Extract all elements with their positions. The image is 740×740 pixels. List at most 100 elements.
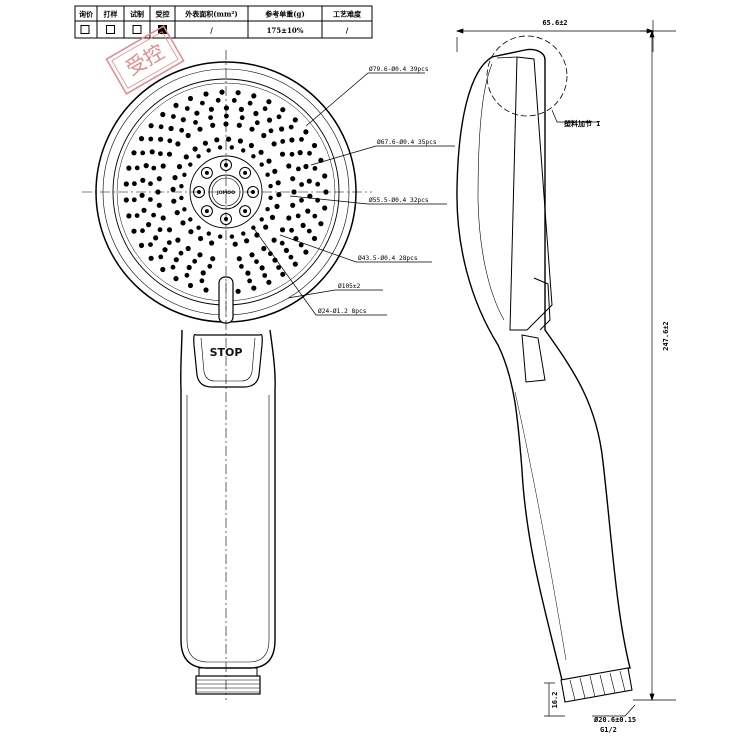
nozzle	[245, 270, 251, 276]
side-view	[456, 35, 633, 703]
nozzle	[123, 197, 129, 203]
nozzle	[283, 247, 289, 253]
nozzle	[149, 149, 155, 155]
nozzle	[187, 282, 194, 289]
nozzle	[289, 137, 295, 143]
tb-header-surface-area: 外表面积(mm²)	[185, 10, 238, 19]
nozzle	[286, 215, 292, 221]
hub-nozzle-orifice	[243, 170, 248, 175]
tb-value-surface-area: /	[210, 26, 213, 35]
nozzle	[254, 120, 260, 126]
title-block	[74, 5, 373, 39]
nozzle	[198, 235, 204, 242]
hub-nozzle-orifice	[204, 170, 209, 175]
nozzle	[197, 126, 203, 132]
nozzle	[138, 242, 145, 248]
nozzle	[160, 266, 166, 273]
callout-leaders	[251, 72, 455, 316]
nozzle	[276, 114, 282, 120]
hub-nozzle-orifice	[243, 209, 248, 214]
nozzle	[148, 255, 154, 261]
nozzle	[306, 178, 312, 184]
nozzle	[288, 124, 294, 130]
nozzle	[249, 252, 255, 258]
nozzle	[140, 150, 146, 156]
nozzle	[223, 105, 229, 111]
nozzle	[238, 106, 244, 112]
nozzle	[265, 207, 270, 212]
nozzle	[184, 272, 190, 278]
nozzle	[146, 222, 152, 228]
nozzle	[153, 235, 159, 241]
nozzle	[188, 229, 194, 235]
nozzle	[197, 252, 203, 258]
nozzle	[295, 213, 301, 219]
nozzle	[188, 162, 193, 167]
nozzle	[148, 242, 153, 248]
nozzle	[307, 150, 312, 156]
nozzle	[192, 258, 198, 264]
nozzle	[134, 165, 140, 171]
nozzle	[244, 238, 250, 244]
nozzle	[166, 151, 173, 157]
nozzle	[267, 251, 273, 257]
nozzle	[265, 172, 270, 177]
nozzle	[229, 234, 235, 239]
nozzle	[311, 142, 318, 149]
nozzle	[259, 265, 265, 271]
nozzle	[178, 250, 184, 256]
nozzle	[166, 240, 172, 246]
nozzle	[192, 146, 198, 152]
nozzle	[171, 114, 176, 119]
nozzle	[239, 115, 245, 121]
nozzle	[134, 213, 140, 219]
nozzle	[160, 111, 166, 118]
nozzle	[158, 254, 164, 260]
nozzle	[262, 106, 268, 112]
brand-logo-text: JOMOO	[216, 190, 235, 196]
nozzle	[299, 137, 304, 142]
nozzle	[170, 186, 176, 192]
nozzle	[241, 231, 246, 236]
nozzle	[203, 287, 209, 293]
nozzle	[311, 235, 318, 242]
nozzle	[203, 91, 209, 97]
nozzle	[268, 195, 273, 200]
nozzle	[279, 227, 286, 233]
front-centerlines	[82, 50, 372, 700]
nozzle	[202, 140, 208, 146]
nozzle	[209, 240, 215, 246]
nozzle	[322, 205, 328, 211]
nozzle	[288, 254, 294, 260]
tb-header-inquiry: 询价	[79, 10, 94, 19]
nozzle	[200, 270, 206, 276]
nozzle	[268, 183, 273, 189]
nozzle	[207, 263, 213, 269]
nozzle	[279, 126, 285, 132]
nozzle	[183, 154, 189, 160]
callout-ring-1: Ø79.6-Ø0.4 39pcs	[369, 65, 429, 73]
nozzle	[196, 154, 201, 159]
nozzle	[208, 115, 214, 120]
nozzle	[269, 214, 276, 220]
nozzle	[185, 245, 191, 252]
nozzle	[263, 224, 269, 230]
callout-head-dia: Ø105±2	[338, 282, 361, 290]
nozzle	[171, 198, 177, 204]
nozzle	[312, 166, 318, 171]
dim-thread-dia: Ø20.6±0.15	[593, 716, 636, 724]
tb-header-sample: 打样	[104, 10, 118, 19]
nozzle	[306, 228, 312, 234]
nozzle	[194, 110, 200, 116]
checkbox-sample	[106, 25, 115, 34]
nozzle	[229, 145, 234, 150]
dim-thread-spec: G1/2	[600, 726, 617, 734]
nozzle	[276, 265, 281, 270]
nozzle	[312, 213, 318, 219]
nozzle	[182, 207, 187, 212]
nozzle	[182, 172, 187, 177]
nozzle	[132, 181, 137, 187]
nozzle	[261, 132, 267, 139]
nozzle	[218, 234, 223, 239]
nozzle	[318, 221, 324, 227]
